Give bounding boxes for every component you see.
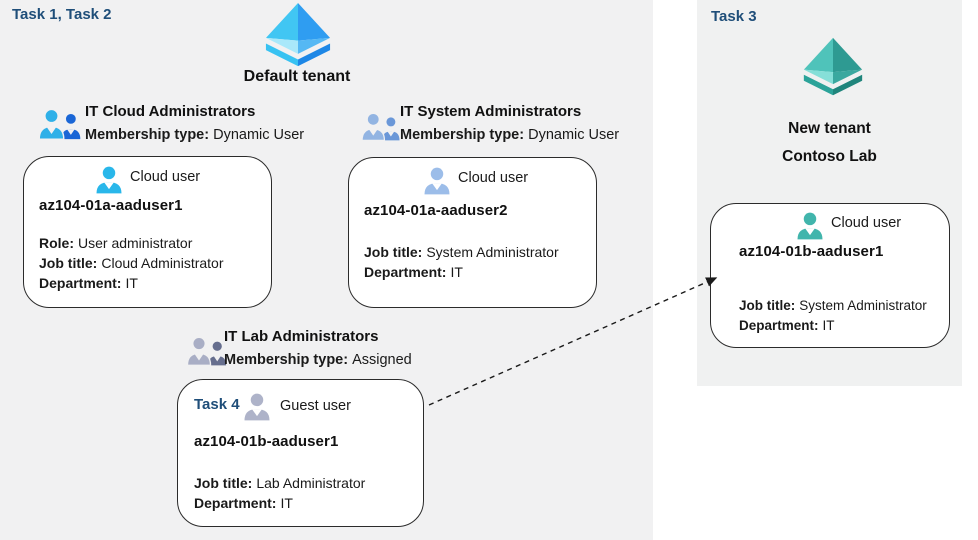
group-membership-system-admins: Membership type:Dynamic User <box>400 127 619 143</box>
attr-label: Job title: <box>39 255 98 271</box>
attr-job-title: Job title:System Administrator <box>364 242 559 262</box>
group-title-cloud-admins: IT Cloud Administrators <box>85 103 256 120</box>
attr-value: IT <box>280 495 293 511</box>
guest-user-icon-gray <box>244 393 270 421</box>
membership-type-label: Membership type: <box>224 352 349 368</box>
attr-department: Department:IT <box>364 262 559 282</box>
group-icon-steel-blue <box>361 112 400 142</box>
attr-label: Role: <box>39 235 74 251</box>
attr-department: Department:IT <box>739 316 927 336</box>
default-tenant-name: Default tenant <box>243 68 351 85</box>
user-card-aaduser1: Cloud user az104-01a-aaduser1 Role:User … <box>23 156 272 308</box>
attr-value: IT <box>822 318 835 333</box>
task-4-label: Task 4 <box>194 396 240 413</box>
new-tenant-name: Contoso Lab <box>782 148 877 165</box>
task-1-2-label: Task 1, Task 2 <box>12 6 112 23</box>
attr-label: Department: <box>739 318 819 333</box>
membership-type-value: Dynamic User <box>528 127 620 143</box>
group-membership-cloud-admins: Membership type:Dynamic User <box>85 127 304 143</box>
group-title-lab-admins: IT Lab Administrators <box>224 328 379 345</box>
attr-job-title: Job title:Lab Administrator <box>194 473 365 493</box>
user-name: az104-01a-aaduser1 <box>39 197 183 214</box>
azure-tenant-icon-blue <box>265 2 331 67</box>
group-title-system-admins: IT System Administrators <box>400 103 582 120</box>
group-icon-blue <box>38 108 81 140</box>
user-attributes: Role:User administrator Job title:Cloud … <box>39 233 224 293</box>
user-type-label: Cloud user <box>831 215 902 231</box>
group-membership-lab-admins: Membership type:Assigned <box>224 352 412 368</box>
attr-job-title: Job title:Cloud Administrator <box>39 253 224 273</box>
attr-label: Department: <box>364 264 447 280</box>
membership-type-label: Membership type: <box>400 127 525 143</box>
cloud-user-icon-cyan <box>96 166 122 194</box>
membership-type-value: Dynamic User <box>213 127 305 143</box>
attr-value: System Administrator <box>799 298 927 313</box>
user-name: az104-01a-aaduser2 <box>364 202 508 219</box>
attr-label: Job title: <box>739 298 796 313</box>
attr-value: IT <box>450 264 463 280</box>
user-type-label: Cloud user <box>458 170 529 186</box>
user-type-label: Cloud user <box>130 169 201 185</box>
attr-value: IT <box>125 275 138 291</box>
attr-job-title: Job title:System Administrator <box>739 296 927 316</box>
user-card-aaduser2: Cloud user az104-01a-aaduser2 Job title:… <box>348 157 597 308</box>
membership-type-value: Assigned <box>352 352 412 368</box>
user-card-guest-aaduser1: Task 4 Guest user az104-01b-aaduser1 Job… <box>177 379 424 527</box>
membership-type-label: Membership type: <box>85 127 210 143</box>
new-tenant-label: New tenant <box>788 120 871 137</box>
group-icon-gray <box>186 336 227 366</box>
user-attributes: Job title:System Administrator Departmen… <box>364 242 559 282</box>
attr-role: Role:User administrator <box>39 233 224 253</box>
cloud-user-icon-light-blue <box>424 167 450 195</box>
azure-tenant-icon-teal <box>803 37 863 96</box>
attr-label: Job title: <box>364 244 423 260</box>
attr-value: System Administrator <box>426 244 559 260</box>
attr-value: Lab Administrator <box>256 475 366 491</box>
user-name: az104-01b-aaduser1 <box>739 243 884 260</box>
attr-label: Job title: <box>194 475 253 491</box>
user-type-label: Guest user <box>280 398 351 414</box>
user-attributes: Job title:Lab Administrator Department:I… <box>194 473 365 513</box>
task-3-label: Task 3 <box>711 8 757 25</box>
attr-value: Cloud Administrator <box>101 255 224 271</box>
user-card-new-tenant-aaduser1: Cloud user az104-01b-aaduser1 Job title:… <box>710 203 950 348</box>
cloud-user-icon-teal <box>797 212 823 240</box>
user-name: az104-01b-aaduser1 <box>194 433 339 450</box>
attr-label: Department: <box>39 275 122 291</box>
attr-label: Department: <box>194 495 277 511</box>
attr-value: User administrator <box>78 235 193 251</box>
attr-department: Department:IT <box>194 493 365 513</box>
attr-department: Department:IT <box>39 273 224 293</box>
user-attributes: Job title:System Administrator Departmen… <box>739 296 927 336</box>
